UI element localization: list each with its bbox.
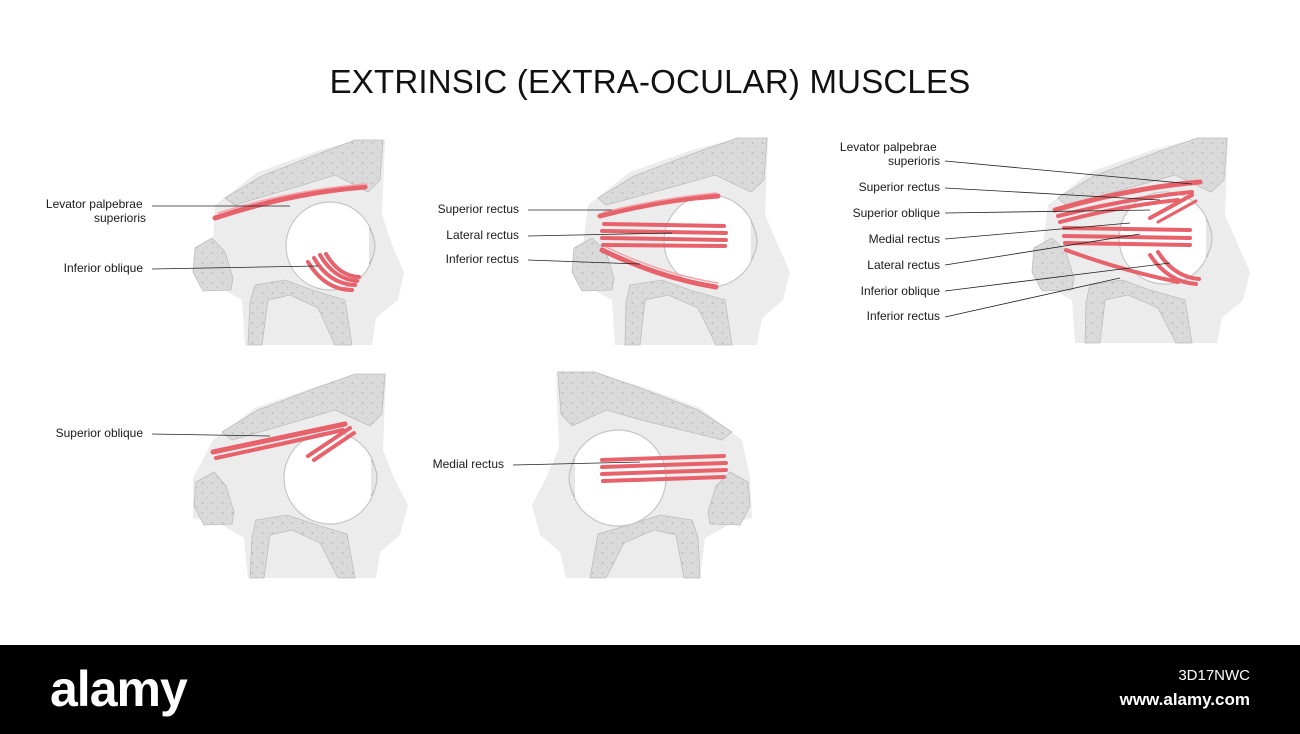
- cornea: [370, 459, 378, 497]
- leader-inferior-oblique: [944, 262, 1171, 292]
- diagram-title: EXTRINSIC (EXTRA-OCULAR) MUSCLES: [329, 63, 971, 100]
- leader-medial-rectus: [944, 222, 1131, 240]
- panel-levator-inferior-oblique: Levator palpebrae superioris Inferior ob…: [46, 139, 404, 346]
- superior-rectus-muscle: [597, 192, 721, 219]
- maxilla-bone: [193, 471, 235, 526]
- label-levator-line: Levator palpebrae: [46, 197, 143, 211]
- lateral-rectus-muscle: [600, 222, 728, 248]
- leader-superior-oblique: [944, 209, 1151, 214]
- orbital-floor-bone: [1084, 279, 1193, 344]
- panel-all-muscles: Levator palpebrae superioris Superior re…: [840, 137, 1250, 344]
- label-inferior-rectus: Inferior rectus: [446, 252, 519, 266]
- label-inferior-oblique: Inferior oblique: [861, 284, 941, 298]
- label-superior-rectus: Superior rectus: [438, 202, 519, 216]
- label-levator-palpebrae: Levator palpebrae superioris: [840, 140, 940, 168]
- leader-lateral-rectus: [944, 233, 1141, 266]
- label-inferior-rectus: Inferior rectus: [867, 309, 940, 323]
- inferior-rectus-muscle: [1064, 248, 1180, 284]
- panel-recti-lateral: Superior rectus Lateral rectus Inferior …: [438, 137, 790, 346]
- leader-levator: [944, 160, 1193, 185]
- leader-superior-oblique: [151, 433, 271, 437]
- label-levator-palpebrae: Levator palpebrae superioris: [46, 197, 146, 225]
- cornea: [750, 221, 758, 261]
- label-superior-oblique: Superior oblique: [853, 206, 941, 220]
- medial-rectus-muscle: [1062, 226, 1192, 232]
- label-inferior-oblique: Inferior oblique: [64, 261, 144, 275]
- skull-bone: [221, 373, 386, 441]
- label-superior-rectus: Superior rectus: [859, 180, 940, 194]
- site-url[interactable]: www.alamy.com: [1119, 690, 1250, 709]
- label-levator-line-2: superioris: [888, 154, 940, 168]
- label-lateral-rectus: Lateral rectus: [446, 228, 519, 242]
- medial-rectus-muscle: [600, 454, 728, 483]
- leader-lateral-rectus: [527, 232, 673, 237]
- superior-oblique-muscle: [1058, 198, 1180, 224]
- superior-oblique-tendon: [1148, 193, 1194, 220]
- label-medial-rectus: Medial rectus: [869, 232, 940, 246]
- leader-superior-rectus: [944, 187, 1161, 201]
- skull-bone: [557, 371, 733, 441]
- panel-superior-oblique: Superior oblique: [56, 373, 408, 579]
- orbital-floor-bone: [247, 279, 353, 346]
- panel-medial-rectus: Medial rectus: [433, 371, 752, 579]
- lateral-rectus-muscle: [1062, 234, 1192, 240]
- label-levator-line: Levator palpebrae: [840, 140, 937, 154]
- leader-inferior-rectus: [527, 259, 641, 265]
- skull-bone: [224, 139, 384, 206]
- cornea: [568, 458, 576, 498]
- maxilla-bone: [1031, 237, 1075, 292]
- cornea: [368, 227, 376, 265]
- maxilla-bone: [192, 237, 234, 292]
- inferior-rectus-muscle: [599, 246, 719, 290]
- image-id: 3D17NWC: [1178, 667, 1250, 684]
- label-medial-rectus: Medial rectus: [433, 457, 504, 471]
- inferior-oblique-muscle: [1148, 253, 1198, 286]
- levator-palpebrae-muscle: [212, 183, 368, 221]
- superior-oblique-muscle: [210, 421, 356, 462]
- leader-inferior-oblique: [151, 265, 319, 270]
- orbital-floor-bone: [624, 279, 733, 346]
- superior-rectus-muscle: [1056, 190, 1194, 218]
- label-levator-line-2: superioris: [94, 211, 146, 225]
- label-lateral-rectus: Lateral rectus: [867, 258, 940, 272]
- leader-medial-rectus: [512, 461, 641, 466]
- stock-logo[interactable]: alamy: [50, 661, 188, 717]
- stock-footer: alamy 3D17NWC www.alamy.com: [0, 645, 1300, 734]
- skull-bone: [597, 137, 768, 206]
- orbital-floor-bone: [249, 514, 356, 579]
- leader-inferior-rectus: [944, 277, 1121, 318]
- eyeball: [283, 431, 377, 525]
- maxilla-bone: [707, 471, 751, 526]
- anatomy-diagram: Levator palpebrae superioris Inferior ob…: [46, 137, 1250, 579]
- cornea: [1205, 218, 1213, 258]
- label-superior-oblique: Superior oblique: [56, 426, 144, 440]
